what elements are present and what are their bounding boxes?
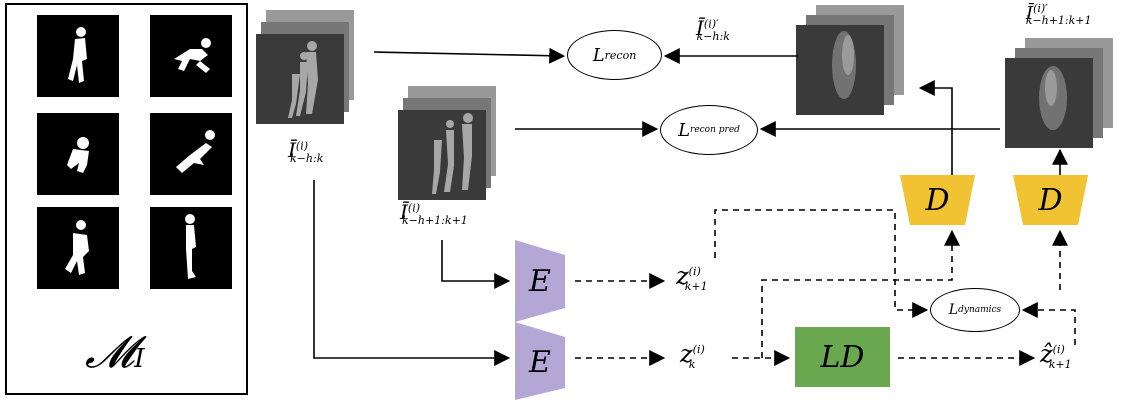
label-z-hat-k1: ẑ(i)k+1 — [1040, 340, 1072, 371]
encoder-label: E — [529, 344, 551, 380]
decoder-block — [900, 175, 975, 225]
label-recon-pred-frames: Ī(i)′k−h+1:k+1 — [1025, 2, 1092, 27]
label-input-frames: Ī(i)k−h:k — [288, 138, 324, 165]
mask-thumbnail — [37, 207, 119, 289]
label-target-frames: Ī(i)k−h+1:k+1 — [400, 200, 468, 227]
silhouette-icon — [67, 137, 89, 173]
mask-thumbnail — [150, 207, 232, 289]
decoder-label: D — [1038, 182, 1063, 218]
label-z-k: z(i)k — [680, 340, 705, 371]
blurry-silhouette-icon — [832, 31, 856, 99]
silhouette-icon — [176, 130, 215, 173]
decoder-block — [1013, 175, 1088, 225]
mask-panel: 𝓜I — [5, 3, 248, 395]
latent-dynamics-label: LD — [820, 339, 865, 375]
encoder-block — [515, 240, 565, 322]
mask-thumbnail — [150, 15, 232, 97]
encoder-block — [515, 322, 565, 400]
decoder-label: D — [925, 182, 950, 218]
mask-thumbnail — [37, 113, 119, 195]
silhouette-icon — [65, 220, 89, 275]
silhouette-icon — [185, 214, 196, 279]
latent-dynamics-block — [795, 327, 890, 387]
silhouette-icon — [68, 27, 87, 83]
silhouette-icon — [174, 38, 211, 73]
mask-thumbnail — [150, 113, 232, 195]
mask-set-caption: 𝓜I — [85, 327, 145, 378]
encoder-label: E — [529, 263, 551, 299]
silhouette-icon — [432, 113, 473, 194]
label-recon-frames: Ī(i)′k−h:k — [696, 16, 730, 43]
label-z-k1: z(i)k+1 — [676, 262, 708, 293]
silhouette-icon — [288, 41, 318, 118]
mask-thumbnail — [37, 15, 119, 97]
blurry-silhouette-icon — [1039, 66, 1067, 130]
